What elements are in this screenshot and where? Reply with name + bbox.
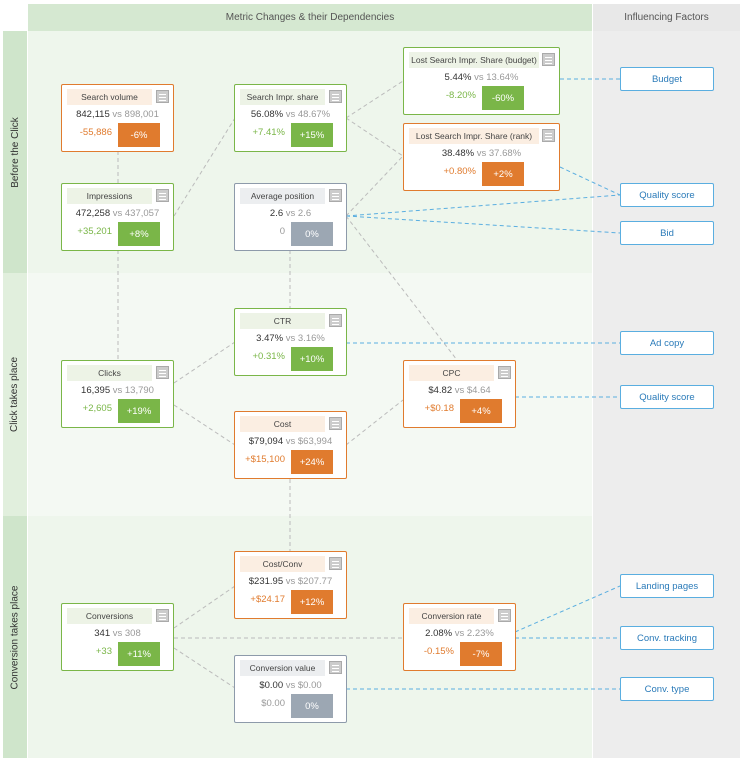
conversion-value-card: Conversion value $0.00 vs $0.00 $0.00 0% [234, 655, 347, 723]
card-values: 2.6 vs 2.6 [269, 208, 312, 219]
card-values: 341 vs 308 [94, 628, 141, 639]
factor-conv-type[interactable]: Conv. type [620, 677, 714, 701]
card-delta: +$24.17 [250, 594, 285, 605]
section-label-conversion: Conversion takes place [3, 516, 27, 758]
card-delta: +$15,100 [245, 454, 285, 465]
card-percent-badge: 0% [291, 222, 333, 246]
card-values: 38.48% vs 37.68% [441, 148, 522, 159]
card-delta: +7.41% [252, 127, 286, 138]
menu-icon[interactable] [329, 189, 342, 202]
card-values: 2.08% vs 2.23% [425, 628, 494, 639]
card-values: 472,258 vs 437,057 [75, 208, 160, 219]
card-percent-badge: +8% [118, 222, 160, 246]
card-percent-badge: +11% [118, 642, 160, 666]
factor-quality-score[interactable]: Quality score [620, 183, 714, 207]
card-values: 16,395 vs 13,790 [81, 385, 154, 396]
card-delta: +$0.18 [424, 403, 454, 414]
factors-header: Influencing Factors [593, 4, 740, 31]
card-delta: -55,886 [79, 127, 112, 138]
menu-icon[interactable] [329, 557, 342, 570]
menu-icon[interactable] [156, 609, 169, 622]
search-volume-card: Search volume 842,115 vs 898,001 -55,886… [61, 84, 174, 152]
card-values: $79,094 vs $63,994 [248, 436, 333, 447]
card-values: $0.00 vs $0.00 [259, 680, 322, 691]
clicks-card: Clicks 16,395 vs 13,790 +2,605 +19% [61, 360, 174, 428]
menu-icon[interactable] [329, 314, 342, 327]
factor-bid[interactable]: Bid [620, 221, 714, 245]
search-impr-share-card: Search Impr. share 56.08% vs 48.67% +7.4… [234, 84, 347, 152]
card-percent-badge: +19% [118, 399, 160, 423]
card-title: Conversions [67, 608, 152, 624]
card-delta: +33 [95, 646, 112, 657]
card-values: $4.82 vs $4.64 [428, 385, 491, 396]
section-label-before: Before the Click [3, 31, 27, 273]
cpc-card: CPC $4.82 vs $4.64 +$0.18 +4% [403, 360, 516, 428]
impressions-card: Impressions 472,258 vs 437,057 +35,201 +… [61, 183, 174, 251]
card-title: Clicks [67, 365, 152, 381]
card-values: 3.47% vs 3.16% [256, 333, 325, 344]
card-delta: -8.20% [445, 90, 476, 101]
conversion-rate-card: Conversion rate 2.08% vs 2.23% -0.15% -7… [403, 603, 516, 671]
card-values: 56.08% vs 48.67% [250, 109, 331, 120]
card-title: Lost Search Impr. Share (budget) [409, 52, 539, 68]
ctr-card: CTR 3.47% vs 3.16% +0.31% +10% [234, 308, 347, 376]
lost-impr-share-budget-card: Lost Search Impr. Share (budget) 5.44% v… [403, 47, 560, 115]
card-delta: +35,201 [77, 226, 112, 237]
card-delta: -0.15% [423, 646, 454, 657]
card-percent-badge: -7% [460, 642, 502, 666]
menu-icon[interactable] [498, 609, 511, 622]
card-percent-badge: 0% [291, 694, 333, 718]
section-label-click: Click takes place [3, 273, 27, 516]
factor-quality-score[interactable]: Quality score [620, 385, 714, 409]
card-delta: 0 [279, 226, 285, 237]
menu-icon[interactable] [498, 366, 511, 379]
lost-impr-share-rank-card: Lost Search Impr. Share (rank) 38.48% vs… [403, 123, 560, 191]
card-percent-badge: +10% [291, 347, 333, 371]
menu-icon[interactable] [156, 90, 169, 103]
menu-icon[interactable] [542, 53, 555, 66]
menu-icon[interactable] [329, 417, 342, 430]
card-percent-badge: +2% [482, 162, 524, 186]
card-title: CTR [240, 313, 325, 329]
card-percent-badge: +24% [291, 450, 333, 474]
menu-icon[interactable] [329, 90, 342, 103]
average-position-card: Average position 2.6 vs 2.6 0 0% [234, 183, 347, 251]
menu-icon[interactable] [542, 129, 555, 142]
card-title: Conversion value [240, 660, 325, 676]
card-title: Search volume [67, 89, 152, 105]
card-percent-badge: +12% [291, 590, 333, 614]
menu-icon[interactable] [156, 189, 169, 202]
card-delta: $0.00 [261, 698, 285, 709]
card-percent-badge: +15% [291, 123, 333, 147]
card-title: Average position [240, 188, 325, 204]
card-title: Impressions [67, 188, 152, 204]
menu-icon[interactable] [329, 661, 342, 674]
card-percent-badge: -60% [482, 86, 524, 110]
factor-conv-tracking[interactable]: Conv. tracking [620, 626, 714, 650]
card-title: Lost Search Impr. Share (rank) [409, 128, 539, 144]
card-values: 5.44% vs 13.64% [444, 72, 519, 83]
card-title: CPC [409, 365, 494, 381]
card-values: 842,115 vs 898,001 [76, 109, 159, 120]
factor-ad-copy[interactable]: Ad copy [620, 331, 714, 355]
factor-budget[interactable]: Budget [620, 67, 714, 91]
card-values: $231.95 vs $207.77 [248, 576, 333, 587]
menu-icon[interactable] [156, 366, 169, 379]
metrics-header: Metric Changes & their Dependencies [28, 4, 592, 31]
card-delta: +0.80% [443, 166, 477, 177]
card-title: Cost/Conv [240, 556, 325, 572]
conversions-card: Conversions 341 vs 308 +33 +11% [61, 603, 174, 671]
card-delta: +2,605 [82, 403, 112, 414]
card-title: Cost [240, 416, 325, 432]
card-delta: +0.31% [252, 351, 286, 362]
factor-landing-pages[interactable]: Landing pages [620, 574, 714, 598]
card-percent-badge: +4% [460, 399, 502, 423]
card-title: Search Impr. share [240, 89, 325, 105]
card-title: Conversion rate [409, 608, 494, 624]
cost-card: Cost $79,094 vs $63,994 +$15,100 +24% [234, 411, 347, 479]
card-percent-badge: -6% [118, 123, 160, 147]
cost-per-conv-card: Cost/Conv $231.95 vs $207.77 +$24.17 +12… [234, 551, 347, 619]
